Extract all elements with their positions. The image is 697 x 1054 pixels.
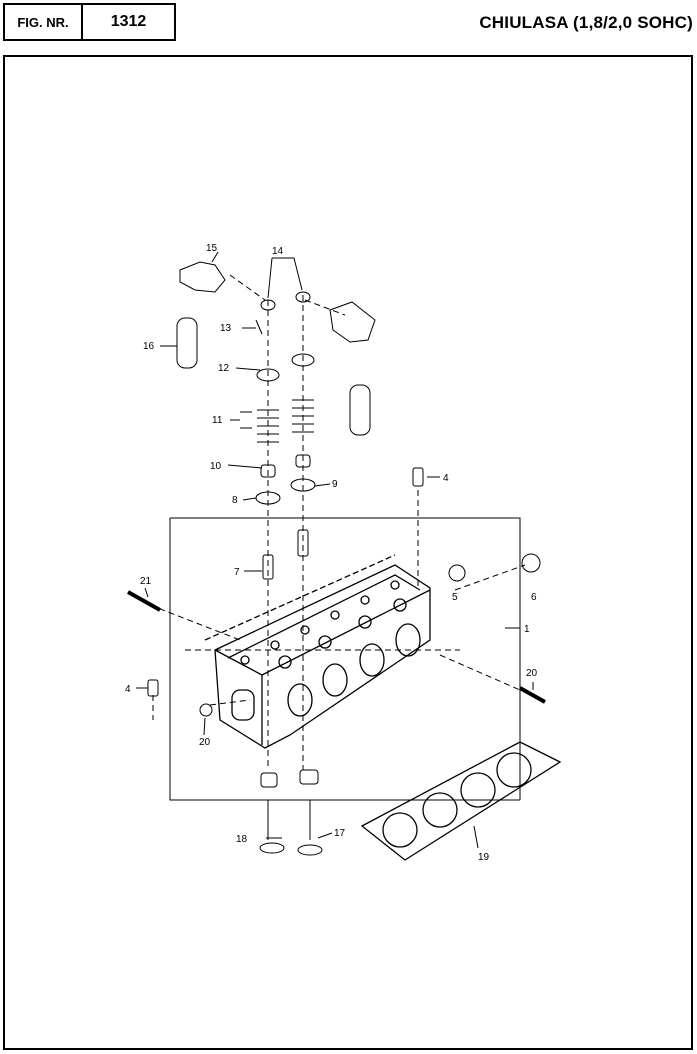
stud-20-right [519,686,546,704]
callout-20-right: 20 [526,668,538,679]
stud-21 [127,590,161,612]
callout-13: 13 [220,323,232,334]
reference-box-line [169,518,520,801]
diagram-frame [3,55,693,1050]
callout-5: 5 [452,592,458,603]
cylinder-head [204,554,431,749]
rocker-arm-left [176,261,226,369]
valve-train-left [255,299,285,854]
valve-train-right [290,291,323,856]
callout-12: 12 [218,363,230,374]
assembly-centerlines [149,274,526,770]
callout-7: 7 [234,567,240,578]
callout-16: 16 [143,341,155,352]
plug-large [521,553,541,573]
callout-10: 10 [210,461,222,472]
callout-11: 11 [212,415,223,426]
figure-number-value: 1312 [81,3,176,41]
callout-6: 6 [531,592,537,603]
leader-lines [136,251,534,849]
callout-labels: 15 14 13 16 12 11 10 8 9 4 7 21 5 6 1 20… [125,243,538,863]
page-title: CHIULASA (1,8/2,0 SOHC) [479,13,693,32]
reference-box-line-top [170,517,521,800]
callout-15: 15 [206,243,218,254]
callout-20-left: 20 [199,737,211,748]
seal-20-left [199,703,213,717]
callout-19: 19 [478,852,490,863]
dowel-pin-left [147,679,159,697]
dowel-pin-top [412,467,424,487]
callout-9: 9 [332,479,338,490]
callout-1: 1 [524,624,530,635]
callout-21: 21 [140,576,152,587]
rocker-arm-right [329,301,376,436]
callout-4-top: 4 [443,473,449,484]
callout-14: 14 [272,246,284,257]
head-gasket [360,741,562,861]
callout-8: 8 [232,495,238,506]
plug-small [448,564,466,582]
callout-4-left: 4 [125,684,131,695]
callout-17: 17 [334,828,346,839]
callout-18: 18 [236,834,248,845]
